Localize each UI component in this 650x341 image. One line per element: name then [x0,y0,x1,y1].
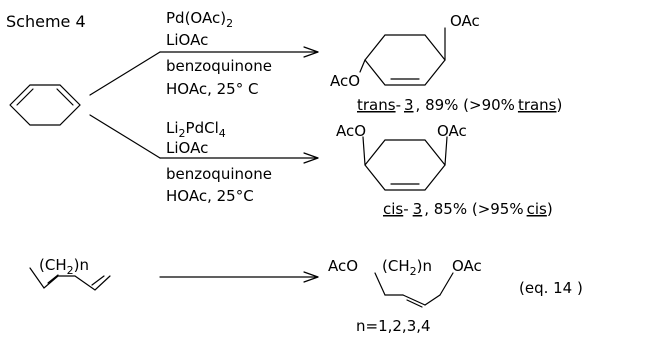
cyclohexadiene-structure [9,84,81,126]
reagent-hoac-bottom: HOAc, 25°C [166,187,254,205]
cis-aco-left: AcO [336,122,366,140]
branch-line-top [89,51,161,96]
cyclic-diene-structure [29,267,111,291]
reagent-hoac-top: HOAc, 25° C [166,80,258,98]
scheme-label: Scheme 4 [6,12,86,31]
reagent-lioac-top: LiOAc [166,31,208,49]
arrow-top [159,46,319,58]
general-product-aco: AcO [328,257,358,275]
reagent-benzoquinone-top: benzoquinone [166,57,272,75]
trans-product-caption: trans-3, 89% (>90%trans) [357,96,562,114]
reagent-benzoquinone-bottom: benzoquinone [166,165,272,183]
reagent-li2pdcl4: Li2PdCl4 [166,119,226,140]
reagent-pd-oac: Pd(OAc)2 [166,9,233,30]
general-product-chain: (CH2)n [382,257,432,278]
branch-line-bottom [89,114,161,159]
equation-label: (eq. 14 ) [519,279,583,297]
n-values-label: n=1,2,3,4 [356,317,431,335]
cis-product-caption: cis-3, 85% (>95%cis) [383,200,553,218]
cis-oac-right: OAc [437,122,467,140]
general-product-structure [374,272,454,308]
general-product-oac: OAc [452,257,482,275]
arrow-bottom [159,271,319,283]
cis-product-structure [362,136,448,191]
trans-product-structure [359,27,446,86]
trans-aco-bottom: AcO [330,72,360,90]
reagent-lioac-bottom: LiOAc [166,139,208,157]
trans-oac-top: OAc [450,12,480,30]
arrow-middle [159,152,319,164]
reactant-ring-label: (CH2)n [39,256,89,277]
